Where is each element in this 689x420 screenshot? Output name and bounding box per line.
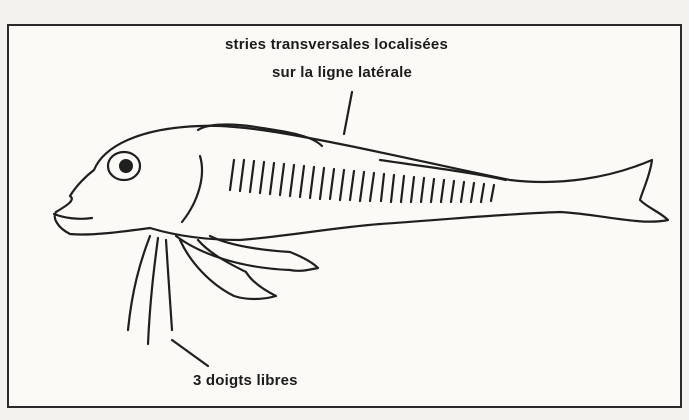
fish-pupil <box>119 159 133 173</box>
lateral-line-label-line2: sur la ligne latérale <box>272 64 412 81</box>
free-rays <box>128 236 172 344</box>
lateral-line-label-line1: stries transversales localisées <box>225 36 448 53</box>
mouth <box>54 214 92 219</box>
free-rays-label: 3 doigts libres <box>193 372 298 389</box>
lateral-line-stripes <box>230 160 494 202</box>
gill-cover <box>182 156 202 222</box>
fish-body-outline <box>55 126 668 240</box>
dorsal-fin <box>198 125 322 147</box>
free-rays-leader <box>172 340 208 366</box>
second-dorsal-fin <box>380 160 506 180</box>
lateral-line-leader <box>344 92 352 134</box>
